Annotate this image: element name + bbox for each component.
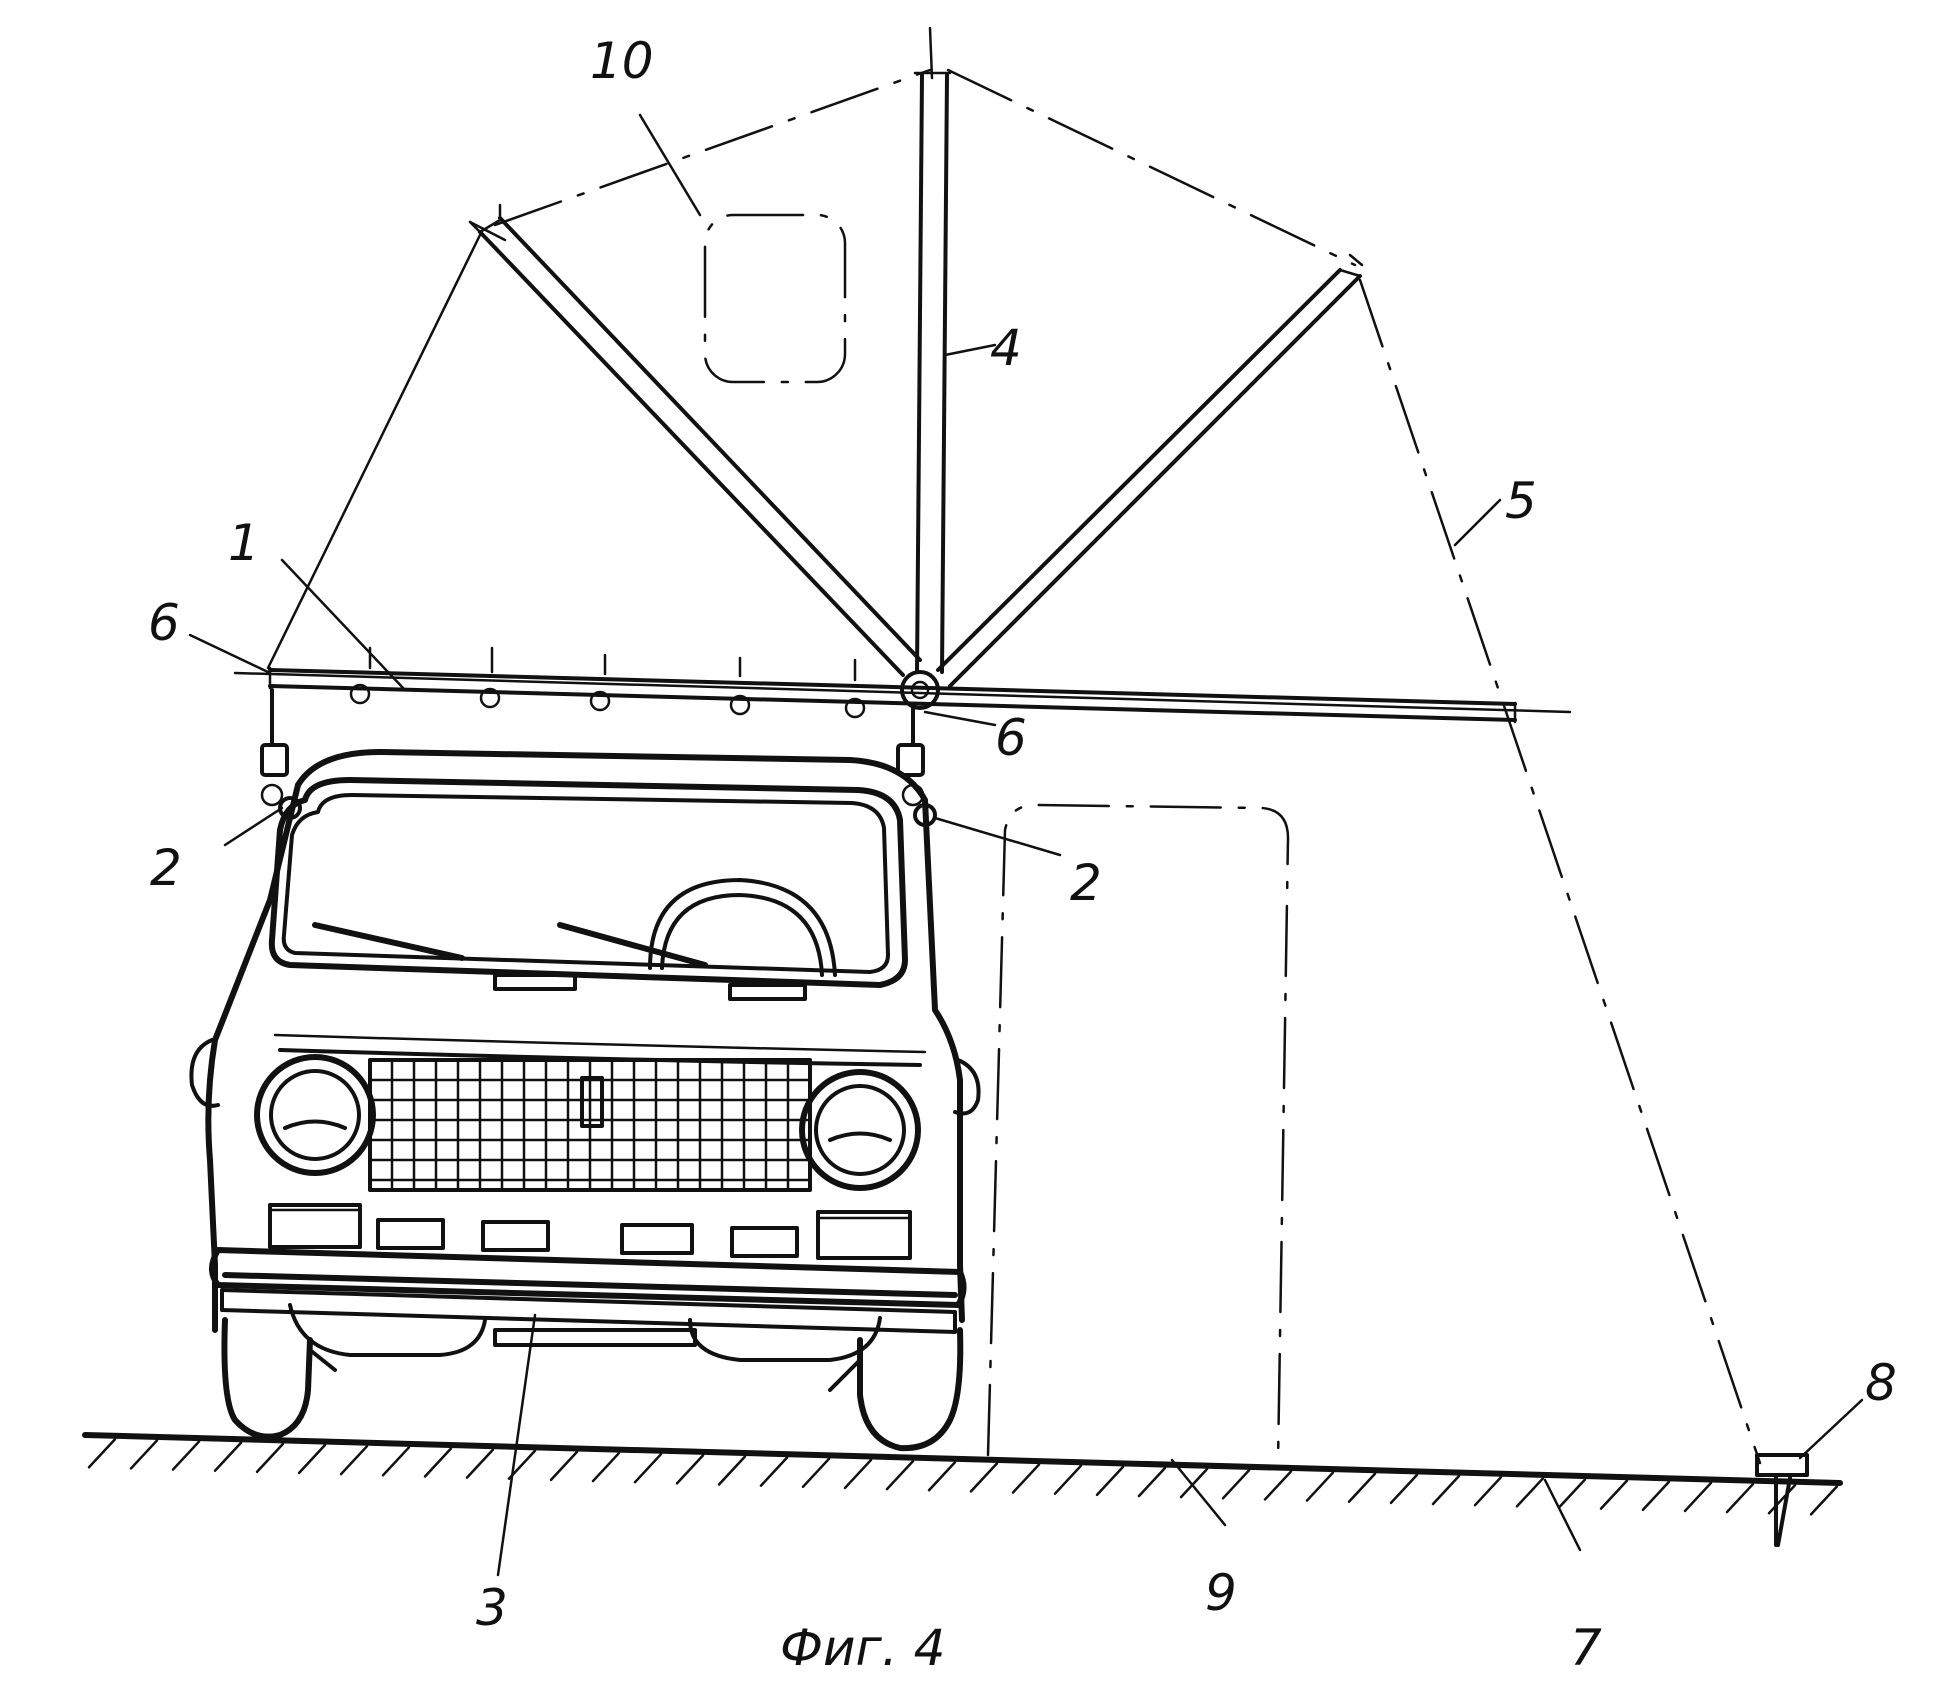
ground-hatch-mark bbox=[297, 1443, 327, 1475]
ground-hatch-mark bbox=[1431, 1474, 1461, 1506]
ground-hatch-mark bbox=[717, 1455, 747, 1486]
ground-hatch-mark bbox=[1767, 1483, 1797, 1515]
ground-hatch-mark bbox=[885, 1459, 915, 1491]
ground-hatch-mark bbox=[675, 1454, 705, 1485]
ground-hatch-mark bbox=[1683, 1481, 1713, 1513]
ground-hatch-mark bbox=[1641, 1480, 1671, 1512]
ground-hatch-mark bbox=[1389, 1473, 1419, 1505]
tent-window bbox=[703, 213, 847, 384]
ground-hatch-mark bbox=[1305, 1471, 1335, 1502]
ground-hatch-mark bbox=[1515, 1477, 1545, 1508]
ground-hatch-mark bbox=[1263, 1470, 1293, 1501]
label-8: 8 bbox=[1865, 1354, 1897, 1412]
label-4: 4 bbox=[990, 319, 1022, 377]
ground-hatch-mark bbox=[1599, 1479, 1629, 1510]
label-5: 5 bbox=[1505, 472, 1537, 530]
label-6-left: 6 bbox=[148, 594, 180, 652]
label-1: 1 bbox=[228, 514, 260, 572]
figure-caption: Фиг. 4 bbox=[780, 1619, 945, 1677]
tent-fabric bbox=[493, 68, 1762, 1465]
ground-hatch-mark bbox=[1809, 1485, 1839, 1516]
leader-lines bbox=[188, 113, 1864, 1577]
label-7: 7 bbox=[1570, 1619, 1602, 1677]
ground-hatch-mark bbox=[423, 1447, 453, 1478]
ground-hatch-mark bbox=[1221, 1469, 1251, 1500]
tent-door bbox=[986, 803, 1290, 1464]
ground-hatch-mark bbox=[465, 1448, 495, 1479]
ground-hatch-mark bbox=[255, 1442, 285, 1474]
label-3: 3 bbox=[476, 1579, 508, 1637]
ground bbox=[82, 1432, 1843, 1516]
tent-frame bbox=[233, 26, 1572, 724]
ground-hatch-mark bbox=[927, 1460, 957, 1492]
ground-hatch-mark bbox=[1179, 1467, 1209, 1499]
ground-hatch-mark bbox=[1095, 1465, 1125, 1497]
ground-hatch-mark bbox=[1137, 1466, 1167, 1498]
ground-hatch-mark bbox=[171, 1440, 201, 1471]
label-10: 10 bbox=[590, 32, 654, 90]
ground-hatch-mark bbox=[1557, 1478, 1587, 1509]
ground-hatch-mark bbox=[381, 1446, 411, 1477]
label-2-right: 2 bbox=[1070, 854, 1102, 912]
ground-hatch-mark bbox=[843, 1458, 873, 1490]
ground-hatch-mark bbox=[1347, 1472, 1377, 1503]
ground-hatch-mark bbox=[339, 1444, 369, 1476]
ground-hatch-mark bbox=[1725, 1482, 1755, 1514]
label-9: 9 bbox=[1205, 1564, 1237, 1622]
ground-hatch-mark bbox=[1473, 1475, 1503, 1507]
ground-stake bbox=[1755, 1453, 1809, 1547]
ground-hatch-mark bbox=[759, 1456, 789, 1487]
label-6-right: 6 bbox=[995, 709, 1027, 767]
part-labels: 10 4 5 1 6 6 2 2 3 9 7 8 Фиг. 4 bbox=[148, 32, 1897, 1677]
ground-hatch-mark bbox=[129, 1439, 159, 1470]
ground-hatch-mark bbox=[801, 1457, 831, 1489]
ground-hatch-mark bbox=[969, 1462, 999, 1493]
ground-hatch-mark bbox=[591, 1451, 621, 1483]
ground-hatch-mark bbox=[1053, 1464, 1083, 1495]
label-2-left: 2 bbox=[150, 839, 182, 897]
ground-hatch-mark bbox=[549, 1450, 579, 1482]
ground-hatch-mark bbox=[1011, 1463, 1041, 1494]
ground-hatch-mark bbox=[213, 1441, 243, 1472]
ground-hatch-mark bbox=[87, 1438, 117, 1469]
ground-hatch-mark bbox=[633, 1452, 663, 1484]
car bbox=[189, 688, 981, 1452]
